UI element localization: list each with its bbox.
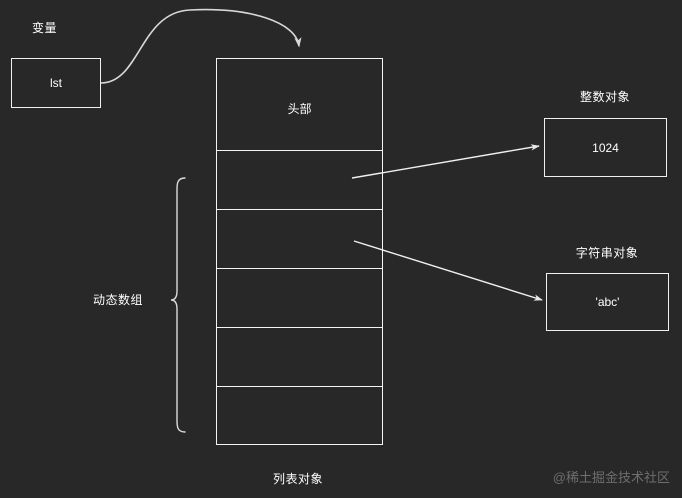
int-object-box[interactable]: 1024 [544,118,667,177]
list-slot-divider [217,209,382,210]
list-slot-divider [217,268,382,269]
list-slot-divider [217,386,382,387]
list-slot-divider [217,327,382,328]
list-slot-divider [217,150,382,151]
list-object-caption: 列表对象 [272,472,324,486]
str-object-value: 'abc' [595,295,620,309]
variable-caption: 变量 [32,21,58,35]
dynamic-array-label: 动态数组 [92,293,144,307]
int-object-caption: 整数对象 [579,90,631,104]
variable-box[interactable]: lst [11,58,101,108]
str-object-caption: 字符串对象 [575,246,639,260]
variable-name-text: lst [50,76,62,90]
list-object-box[interactable]: 头部 [216,58,383,445]
watermark-text: @稀土掘金技术社区 [552,470,670,485]
str-object-box[interactable]: 'abc' [546,273,669,331]
int-object-value: 1024 [592,140,619,155]
list-header-label: 头部 [287,102,312,116]
dynamic-array-brace-icon [170,177,186,433]
